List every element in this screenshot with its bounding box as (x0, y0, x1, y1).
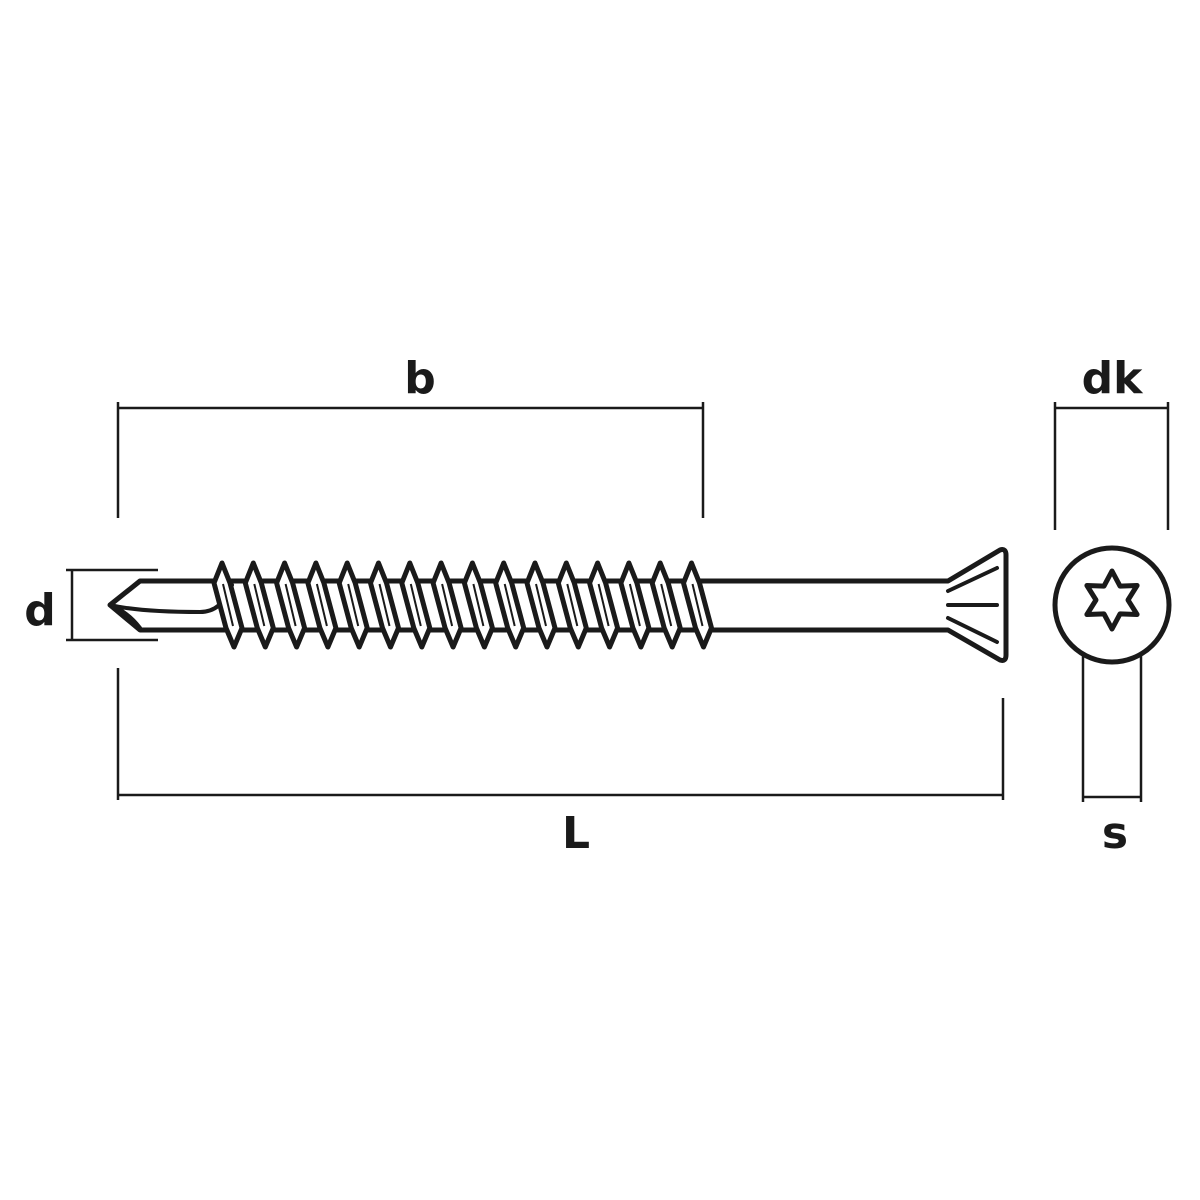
dimension-d: d (24, 568, 158, 642)
thread-edge (315, 583, 328, 627)
thread-edge (409, 583, 422, 627)
thread-edge (628, 583, 641, 627)
thread-edge (503, 583, 516, 627)
thread-edge (222, 583, 234, 627)
head-ribs (946, 566, 999, 644)
label-d: d (24, 585, 56, 636)
thread-edge (284, 583, 297, 627)
dimension-s: s (1081, 645, 1143, 859)
screw-side-view (107, 547, 1009, 663)
label-b: b (404, 353, 436, 404)
dimension-dk: dk (1053, 353, 1170, 530)
screw-shank (107, 547, 1009, 663)
thread-edge (347, 583, 360, 627)
thread-edge (378, 583, 391, 627)
threads (211, 560, 714, 650)
label-L: L (562, 808, 590, 859)
thread-edge (472, 583, 485, 627)
thread-edge (441, 583, 454, 627)
thread-edge (253, 583, 266, 627)
thread-edge (691, 583, 704, 627)
dimension-b: b (116, 353, 705, 518)
thread-edge (660, 583, 673, 627)
thread-edge (597, 583, 610, 627)
label-dk: dk (1082, 353, 1144, 404)
thread-edge (566, 583, 579, 627)
label-s: s (1102, 808, 1128, 859)
torx-drive-icon (1084, 568, 1140, 632)
thread-edge (535, 583, 547, 627)
dimension-L: L (116, 668, 1005, 859)
screw-head-top-view (1052, 545, 1172, 665)
